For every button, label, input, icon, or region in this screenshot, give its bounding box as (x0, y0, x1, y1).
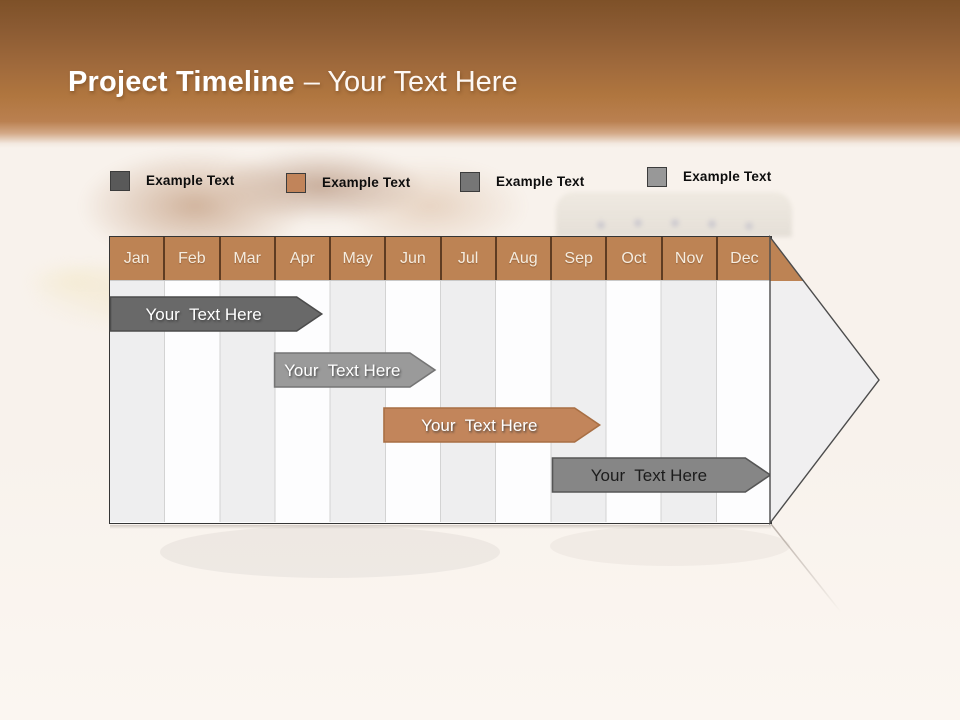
legend-swatch (286, 172, 306, 193)
timeline-bar-label: Your Text Here (421, 416, 537, 435)
month-cell: Nov (663, 237, 718, 280)
timeline-bar (109, 296, 324, 332)
month-cell: Mar (221, 237, 276, 280)
month-cell: Feb (165, 237, 221, 280)
arrow-head-body (770, 237, 879, 523)
month-cell: Sep (552, 237, 608, 280)
month-header-row: Jan Feb Mar Apr May Jun Jul Aug Sep Oct … (110, 237, 771, 281)
legend-label: Example Text (496, 174, 585, 189)
legend-label: Example Text (683, 169, 772, 184)
timeline-bar-label: Your Text Here (284, 361, 400, 380)
month-cell: May (331, 237, 387, 280)
timeline-bar (551, 457, 772, 493)
legend-item: Example Text (110, 170, 234, 191)
month-cell: Jul (442, 237, 497, 280)
title-light: – Your Text Here (303, 66, 518, 98)
title-bold: Project Timeline (68, 66, 295, 98)
month-cell: Dec (730, 250, 759, 267)
timeline-bar (383, 407, 602, 443)
month-cell: Jun (386, 237, 442, 280)
timeline-bar-label: Your Text Here (591, 466, 707, 485)
timeline-table: Jan Feb Mar Apr May Jun Jul Aug Sep Oct … (109, 236, 772, 524)
legend-item: Example Text (460, 171, 584, 192)
month-cell: Jan (110, 237, 166, 280)
month-cell: Oct (607, 237, 663, 280)
legend-label: Example Text (322, 175, 411, 190)
header-band (0, 0, 960, 148)
page-title: Project Timeline– Your Text Here (68, 62, 518, 102)
legend-swatch (460, 171, 480, 192)
table-reflection (110, 524, 849, 622)
calculator-photo (556, 192, 792, 237)
legend-item: Example Text (647, 166, 771, 187)
arrow-head-outline (769, 234, 880, 526)
month-cell: Aug (497, 237, 552, 280)
legend-swatch (110, 170, 130, 191)
month-cell: Apr (276, 237, 331, 280)
legend-item: Example Text (286, 172, 410, 193)
legend-swatch (647, 166, 667, 187)
timeline-arrow-head (769, 234, 880, 526)
timeline-bar-label: Your Text Here (145, 305, 261, 324)
legend-label: Example Text (146, 173, 235, 188)
timeline-bar (273, 352, 437, 388)
